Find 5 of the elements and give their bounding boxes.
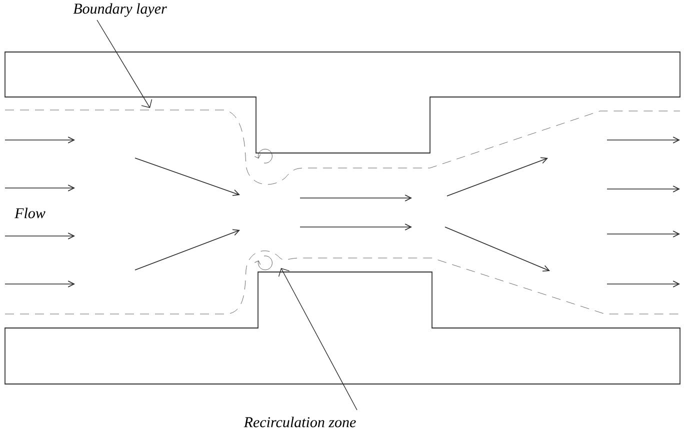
flow-label: Flow	[14, 208, 46, 218]
leader-line	[278, 268, 358, 410]
leader-line	[96, 20, 152, 108]
callout-label: Recirculation zone	[244, 416, 356, 428]
callout-label: Boundary layer	[73, 3, 167, 17]
